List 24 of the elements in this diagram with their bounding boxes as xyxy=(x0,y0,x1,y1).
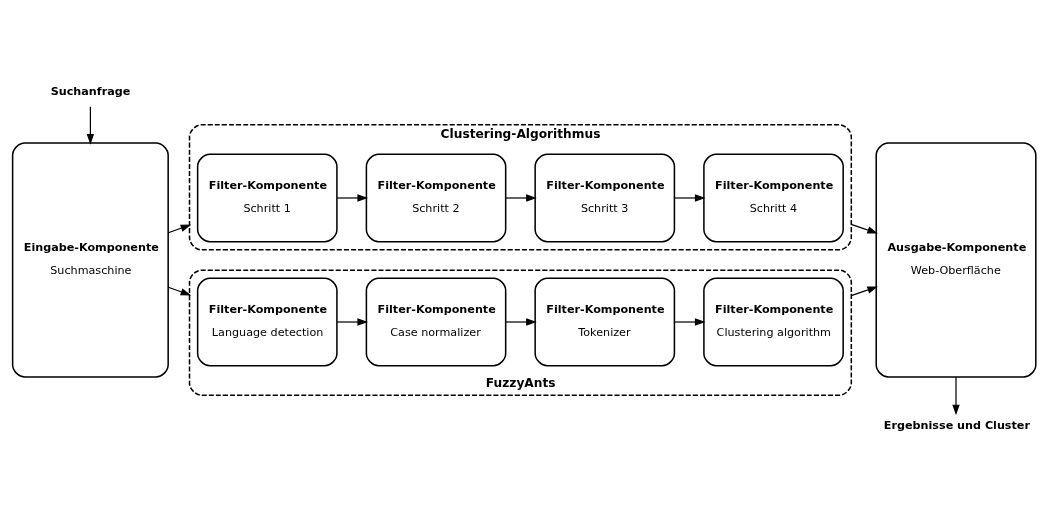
arrow xyxy=(336,194,368,202)
node-box: Eingabe-Komponente Suchmaschine xyxy=(11,142,169,378)
node-text: Suchanfrage xyxy=(50,85,131,99)
node-box: Ausgabe-Komponente Web-Oberfläche xyxy=(875,142,1037,378)
node-box: Filter-Komponente Tokenizer xyxy=(534,277,676,367)
arrow xyxy=(167,286,192,296)
node-text: Ergebnisse und Cluster xyxy=(883,418,1030,432)
node-box: Filter-Komponente Schritt 4 xyxy=(703,153,844,243)
node-box: Filter-Komponente Clustering algorithm xyxy=(703,277,844,367)
arrow xyxy=(167,224,192,234)
arrow xyxy=(336,318,368,326)
arrow xyxy=(850,286,878,297)
node-box: Filter-Komponente Schritt 3 xyxy=(534,153,676,243)
node-box: Filter-Komponente Language detection xyxy=(196,277,338,367)
node-box: Filter-Komponente Schritt 2 xyxy=(365,153,507,243)
node-box: Filter-Komponente Schritt 1 xyxy=(196,153,338,243)
arrow xyxy=(952,376,960,416)
arrow xyxy=(86,106,95,145)
arrow xyxy=(673,194,706,202)
arrow xyxy=(505,318,537,326)
arrow xyxy=(850,223,878,234)
arrow xyxy=(673,318,706,326)
node-box: Filter-Komponente Case normalizer xyxy=(365,277,507,367)
arrow xyxy=(505,194,537,202)
